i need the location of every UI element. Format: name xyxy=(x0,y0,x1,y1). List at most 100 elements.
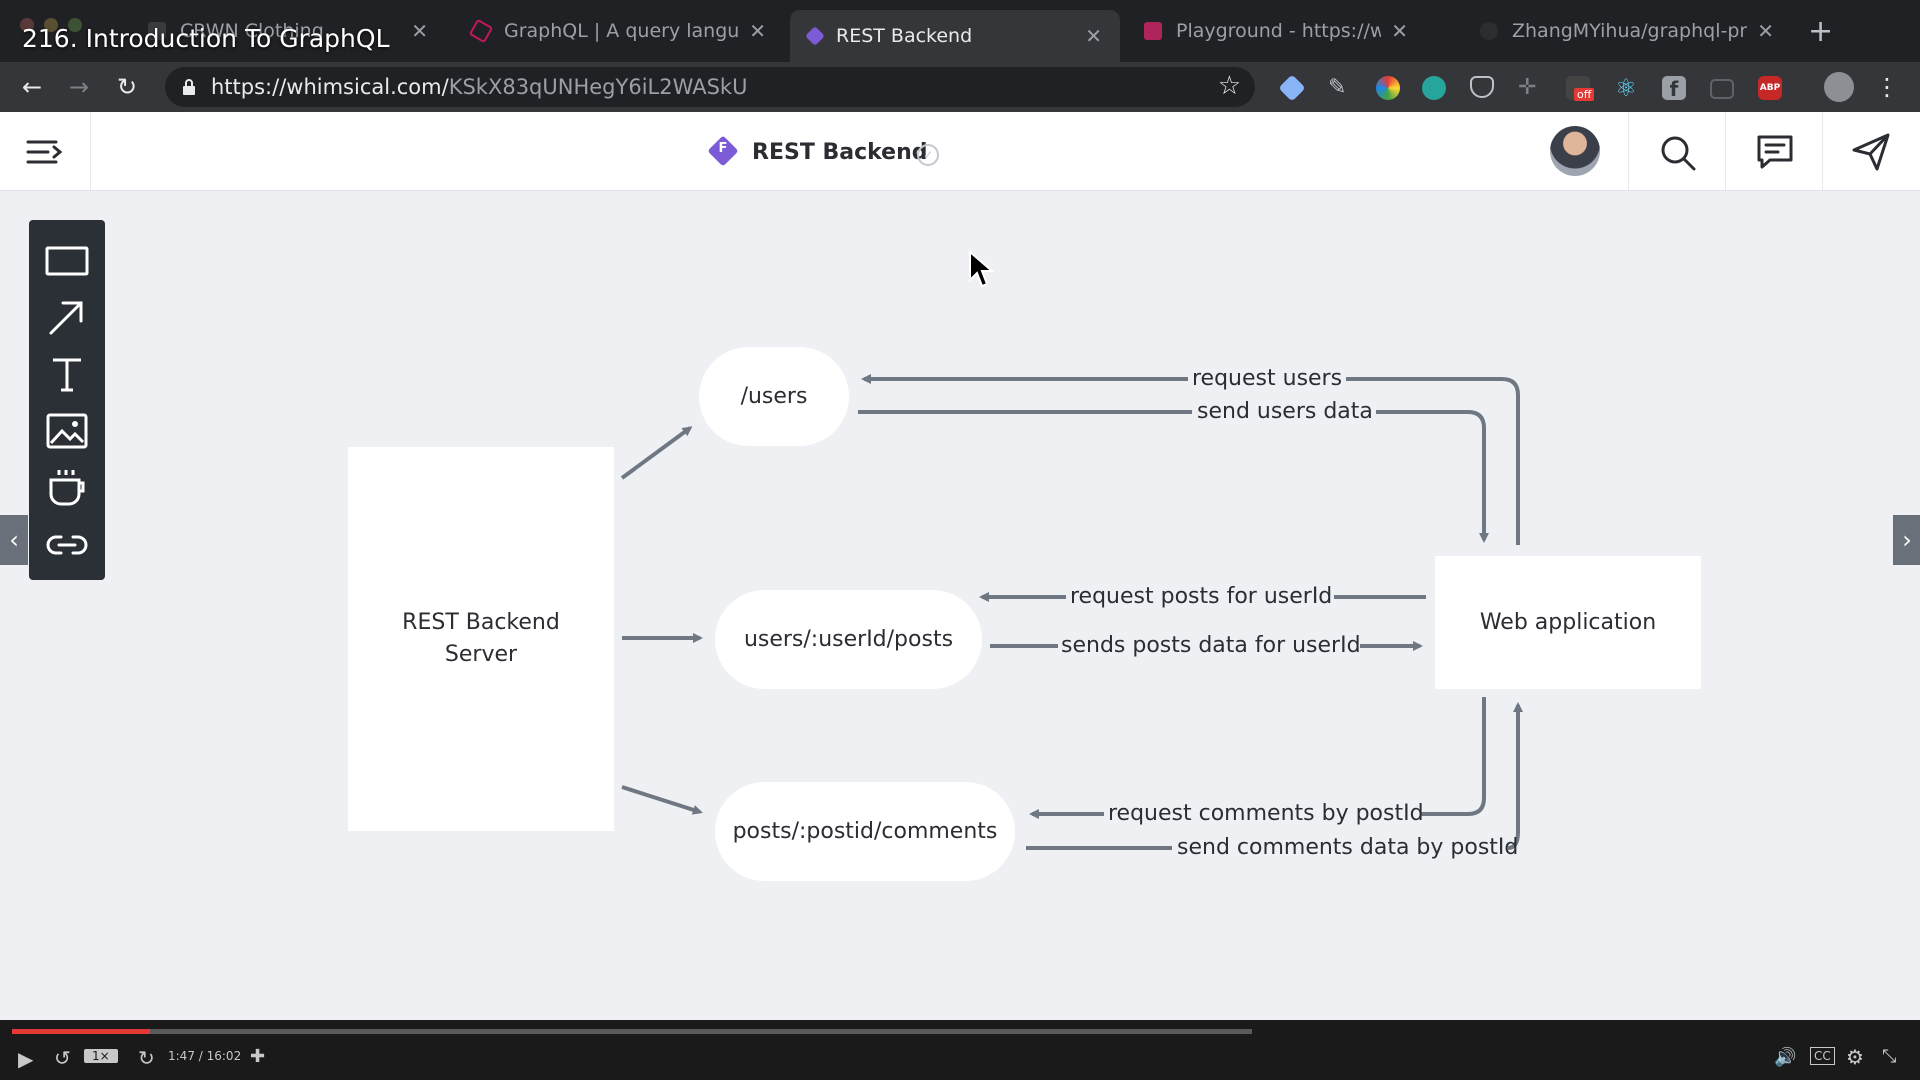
tab-label: REST Backend xyxy=(836,25,973,47)
sidebar-toggle[interactable] xyxy=(0,112,91,190)
new-tab-plus-icon[interactable]: + xyxy=(1808,14,1834,49)
doc-badge-letter: F xyxy=(718,141,728,156)
extension-pen-icon[interactable]: ✎ xyxy=(1328,75,1347,100)
video-progress-track[interactable] xyxy=(12,1029,1252,1034)
back-arrow-icon[interactable]: ← xyxy=(21,73,43,101)
verified-check-icon: ✓ xyxy=(917,144,939,166)
text-tool-icon[interactable] xyxy=(45,352,89,396)
reload-icon[interactable]: ↻ xyxy=(116,73,138,101)
tab-close-icon[interactable]: ✕ xyxy=(749,19,766,43)
arrow-tool-icon[interactable] xyxy=(45,295,89,339)
edge-request-comments xyxy=(1032,697,1486,814)
link-tool-icon[interactable] xyxy=(45,523,89,567)
tab-github-repo[interactable]: ZhangMYihua/graphql-prac ✕ xyxy=(1462,10,1792,52)
adblock-plus-icon[interactable]: ABP xyxy=(1758,76,1782,100)
users-endpoint-node[interactable]: /users xyxy=(699,347,849,446)
user-avatar[interactable] xyxy=(1550,126,1600,176)
volume-icon[interactable]: 🔊 xyxy=(1774,1047,1797,1068)
video-progress-fill xyxy=(12,1029,150,1034)
tab-playground[interactable]: Playground - https://www.c ✕ xyxy=(1126,10,1426,52)
prev-page-chevron-icon[interactable]: ‹ xyxy=(0,515,28,565)
bookmark-add-icon[interactable]: ✚ xyxy=(250,1046,266,1067)
extension-off-icon[interactable]: off xyxy=(1566,76,1595,101)
extension-color-icon[interactable] xyxy=(1376,76,1400,100)
url-host: https://whimsical.com/ xyxy=(211,75,449,99)
browser-menu-icon[interactable]: ⋮ xyxy=(1875,73,1899,101)
facebook-icon[interactable]: f xyxy=(1662,76,1686,101)
edge-send-comments xyxy=(1026,705,1518,850)
tab-label: Playground - https://www.c xyxy=(1176,20,1382,42)
playback-speed[interactable]: 1× xyxy=(84,1049,118,1063)
web-application-node[interactable]: Web application xyxy=(1435,556,1701,689)
share-button[interactable] xyxy=(1822,112,1919,190)
image-tool-icon[interactable] xyxy=(45,409,89,453)
play-icon[interactable]: ▶ xyxy=(18,1047,34,1071)
edge-server-to-users xyxy=(620,426,693,480)
fullscreen-exit-icon[interactable]: ⤡ xyxy=(1882,1046,1897,1067)
extension-teal-icon[interactable] xyxy=(1422,76,1446,100)
tab-close-icon[interactable]: ✕ xyxy=(1085,24,1102,48)
label-send-posts: sends posts data for userId xyxy=(1061,633,1361,658)
mouse-cursor-icon xyxy=(969,250,994,288)
edge-request-users xyxy=(864,379,1520,545)
bookmark-star-icon[interactable]: ☆ xyxy=(1217,71,1241,101)
doc-type-badge: F xyxy=(707,135,739,167)
video-title: 216. Introduction To GraphQL xyxy=(22,24,390,53)
playground-favicon-icon xyxy=(1144,22,1162,40)
forward-icon[interactable]: ↻ xyxy=(138,1046,155,1070)
search-icon xyxy=(1661,136,1696,171)
tab-close-icon[interactable]: ✕ xyxy=(411,19,428,43)
forward-arrow-icon[interactable]: → xyxy=(68,73,90,101)
comments-button[interactable] xyxy=(1725,112,1822,190)
address-bar[interactable]: https://whimsical.com/KSkX83qUNHegY6iL2W… xyxy=(165,67,1255,107)
tab-crwn-clothing[interactable]: CRWN Clothing ✕ xyxy=(130,10,446,52)
comments-endpoint-node[interactable]: posts/:postid/comments xyxy=(715,782,1015,881)
document-title[interactable]: REST Backend xyxy=(752,140,928,165)
tool-palette xyxy=(29,220,105,580)
window-minimize-dot[interactable] xyxy=(44,18,58,32)
github-favicon-icon xyxy=(1480,22,1498,40)
tab-close-icon[interactable]: ✕ xyxy=(1757,19,1774,43)
browser-tab-strip: CRWN Clothing ✕ GraphQL | A query langua… xyxy=(0,0,1920,62)
url-text: https://whimsical.com/KSkX83qUNHegY6iL2W… xyxy=(211,75,747,99)
rest-backend-server-node[interactable]: REST Backend Server xyxy=(348,447,614,831)
posts-endpoint-node[interactable]: users/:userId/posts xyxy=(715,590,982,689)
search-button[interactable] xyxy=(1628,112,1725,190)
settings-gear-icon[interactable]: ⚙ xyxy=(1846,1045,1864,1069)
rewind-icon[interactable]: ↺ xyxy=(54,1046,71,1070)
lock-icon xyxy=(183,79,195,95)
tab-label: ZhangMYihua/graphql-prac xyxy=(1512,20,1748,42)
profile-avatar-icon[interactable] xyxy=(1824,72,1854,102)
url-path: KSkX83qUNHegY6iL2WASkU xyxy=(448,75,748,99)
rectangle-tool-icon[interactable] xyxy=(45,238,89,282)
label-request-users: request users xyxy=(1192,366,1343,391)
label-send-users: send users data xyxy=(1197,399,1373,424)
off-badge: off xyxy=(1574,88,1595,101)
label-request-comments: request comments by postId xyxy=(1108,801,1424,826)
crown-favicon-icon xyxy=(148,22,166,40)
tab-label: CRWN Clothing xyxy=(180,20,324,42)
tab-label: GraphQL | A query language xyxy=(504,20,740,42)
label-request-posts: request posts for userId xyxy=(1070,584,1333,609)
extension-screen-icon[interactable] xyxy=(1710,79,1734,99)
coffee-cup-icon[interactable] xyxy=(45,466,89,510)
tab-rest-backend[interactable]: REST Backend ✕ xyxy=(790,10,1120,62)
pocket-icon[interactable] xyxy=(1470,76,1494,98)
edge-send-users xyxy=(858,410,1484,540)
comment-icon xyxy=(1757,135,1793,169)
send-plane-icon xyxy=(1852,133,1890,171)
next-page-chevron-icon[interactable]: › xyxy=(1893,515,1920,565)
tab-graphql[interactable]: GraphQL | A query language ✕ xyxy=(454,10,784,52)
extension-move-icon[interactable]: ✛ xyxy=(1518,75,1537,100)
app-header: F REST Backend ✓ xyxy=(0,112,1920,191)
tab-close-icon[interactable]: ✕ xyxy=(1391,19,1408,43)
label-send-comments: send comments data by postId xyxy=(1177,835,1519,860)
react-devtools-icon[interactable]: ⚛ xyxy=(1615,74,1637,102)
captions-icon[interactable]: CC xyxy=(1810,1047,1835,1065)
browser-nav-bar: ← → ↻ https://whimsical.com/KSkX83qUNHeg… xyxy=(0,62,1920,112)
window-close-dot[interactable] xyxy=(20,18,34,32)
video-time: 1:47 / 16:02 xyxy=(168,1049,242,1063)
menu-icon xyxy=(26,140,63,164)
window-maximize-dot[interactable] xyxy=(68,18,82,32)
